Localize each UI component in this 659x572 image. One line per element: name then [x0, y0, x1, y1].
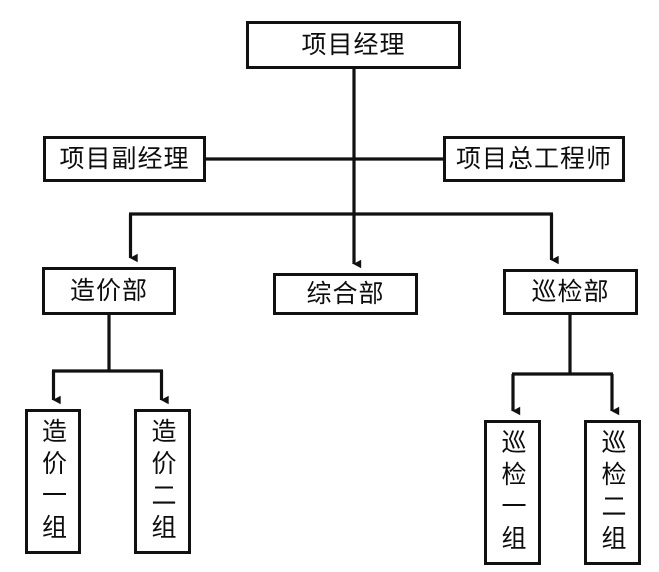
- node-label: 项目经理: [301, 30, 406, 59]
- node-inspection-group-two[interactable]: 巡检二组: [584, 420, 641, 565]
- node-label: 造价一组: [38, 417, 68, 546]
- node-inspection-group-one[interactable]: 巡检一组: [484, 420, 541, 565]
- node-label: 造价部: [69, 276, 148, 305]
- node-project-chief-engineer[interactable]: 项目总工程师: [443, 136, 625, 182]
- node-label: 巡检一组: [498, 428, 527, 557]
- node-label: 项目总工程师: [455, 144, 612, 173]
- node-project-manager[interactable]: 项目经理: [246, 21, 461, 69]
- node-label: 项目副经理: [59, 144, 190, 173]
- node-cost-group-one[interactable]: 造价一组: [25, 409, 81, 554]
- node-label: 综合部: [306, 279, 385, 308]
- node-cost-group-two[interactable]: 造价二组: [134, 409, 191, 554]
- node-label: 造价二组: [148, 417, 177, 546]
- node-label: 巡检部: [531, 277, 610, 306]
- node-deputy-project-manager[interactable]: 项目副经理: [43, 136, 206, 182]
- node-cost-department[interactable]: 造价部: [42, 267, 176, 315]
- node-inspection-department[interactable]: 巡检部: [503, 269, 638, 315]
- node-label: 巡检二组: [598, 428, 627, 557]
- node-general-affairs-department[interactable]: 综合部: [273, 273, 418, 315]
